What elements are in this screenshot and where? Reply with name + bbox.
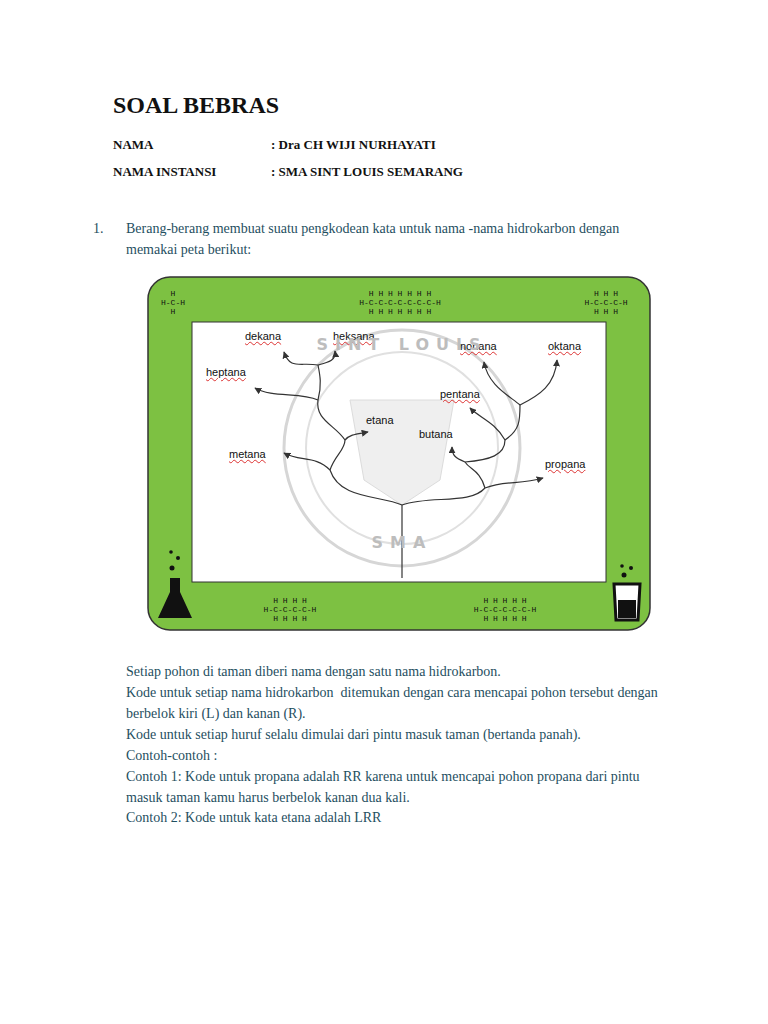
instruction-text: Contoh-contoh : [126, 746, 671, 767]
structural-formula: H H H [594, 289, 618, 298]
structural-formula: H-C-C-C-C-C-C-C-H [359, 298, 441, 307]
structural-formula: H H H [594, 307, 618, 316]
flask-icon [158, 550, 192, 618]
tree [255, 351, 557, 578]
watermark: SMA [372, 533, 433, 552]
field-value: : SMA SINT LOUIS SEMARANG [271, 164, 463, 180]
tree-name: butana [419, 428, 453, 440]
structural-formula: H H H H [273, 596, 307, 605]
instruction-text: Kode untuk setiap nama hidrokarbon ditem… [126, 683, 671, 724]
tree-name: dekana [245, 330, 281, 342]
garden-frame [148, 277, 650, 630]
structural-formula: H H H H H [483, 614, 526, 623]
tree-name: oktana [548, 340, 581, 352]
question-number: 1. [93, 219, 104, 240]
field-label: NAMA INSTANSI [113, 164, 216, 180]
structural-formula: H H H H [273, 614, 307, 623]
field-label: NAMA [113, 137, 153, 153]
instruction-text: Kode untuk setiap huruf selalu dimulai d… [126, 725, 671, 746]
tree-name: heptana [206, 366, 246, 378]
tree-name: metana [229, 448, 266, 460]
structural-formula: H-C-C-C-H [584, 298, 627, 307]
field-value: : Dra CH WIJI NURHAYATI [271, 137, 436, 153]
garden-area [192, 322, 606, 582]
question-text: Berang-berang membuat suatu pengkodean k… [126, 219, 666, 260]
tree-name: pentana [440, 388, 480, 400]
instruction-text: Contoh 2: Kode untuk kata etana adalah L… [126, 808, 671, 829]
watermark-shield [350, 400, 454, 505]
instruction-text: Setiap pohon di taman diberi nama dengan… [126, 662, 671, 683]
structural-formula: H H H H H H H [369, 289, 431, 298]
structural-formula: H [171, 307, 176, 316]
tree-name: etana [366, 414, 394, 426]
structural-formula: H H H H H H H [369, 307, 431, 316]
instruction-text: Contoh 1: Kode untuk propana adalah RR k… [126, 767, 671, 808]
structural-formula: H-C-C-C-C-H [264, 605, 317, 614]
structural-formula: H H H H H [483, 596, 526, 605]
structural-formula: H [171, 289, 176, 298]
tree-name: propana [545, 458, 585, 470]
structural-formula: H-C-C-C-C-C-H [474, 605, 536, 614]
page-title: SOAL BEBRAS [113, 92, 279, 119]
beaker-icon [614, 564, 640, 620]
watermark: SINT LOUIS [316, 335, 487, 354]
structural-formula: H-C-H [161, 298, 185, 307]
